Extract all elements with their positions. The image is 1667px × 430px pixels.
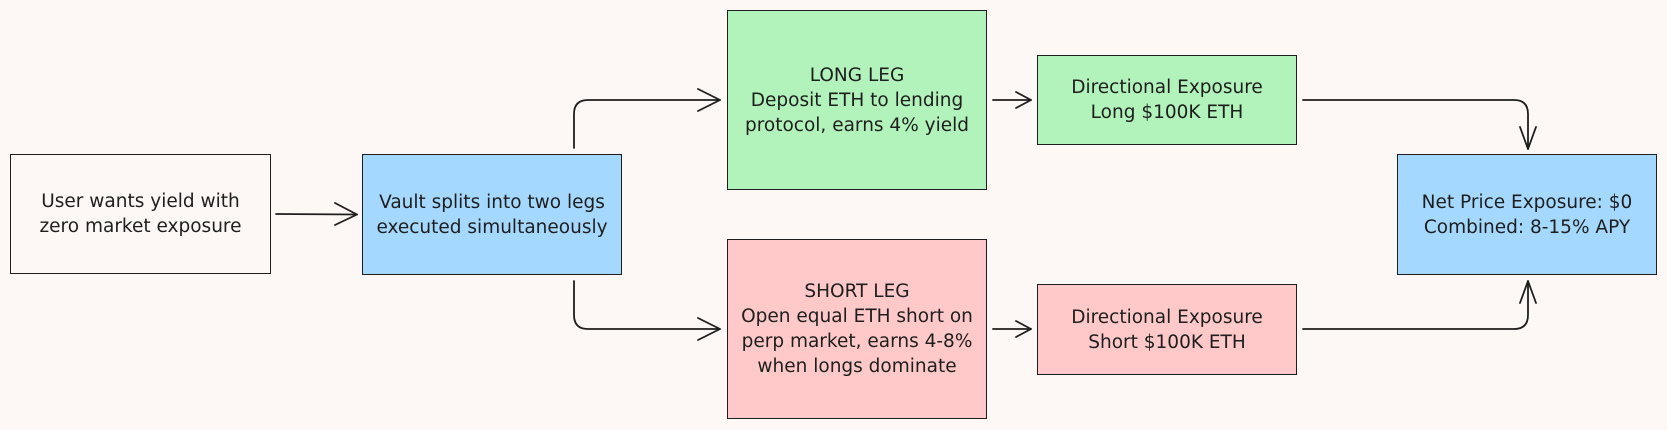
node-vault: Vault splits into two legs executed simu… (362, 154, 622, 275)
arrow-vault-to-long-leg (573, 99, 721, 149)
node-short-leg-line-4: when longs dominate (757, 356, 957, 377)
arrow-vault-to-short-leg (573, 280, 721, 330)
arrowhead-short-leg-to-exposure (1015, 320, 1032, 338)
arrowhead-vault-to-short-leg (697, 317, 721, 341)
node-long-exposure: Directional Exposure Long $100K ETH (1037, 55, 1297, 145)
arrowhead-short-exposure-to-net (1519, 280, 1537, 304)
arrowhead-user-to-vault (334, 202, 358, 226)
node-short-exposure-line-1: Directional Exposure (1071, 306, 1263, 328)
node-vault-line-2: executed simultaneously (376, 216, 608, 238)
node-long-exposure-line-2: Long $100K ETH (1090, 102, 1244, 123)
node-net: Net Price Exposure: $0 Combined: 8-15% A… (1397, 154, 1657, 275)
node-long-exposure-line-1: Directional Exposure (1071, 77, 1263, 98)
node-long-leg: LONG LEG Deposit ETH to lending protocol… (727, 10, 987, 190)
node-long-leg-line-3: protocol, earns 4% yield (744, 114, 970, 136)
arrow-short-exposure-to-net (1302, 280, 1529, 330)
arrowhead-long-exposure-to-net (1519, 126, 1537, 150)
arrow-user-to-vault (275, 213, 358, 216)
node-short-exposure-line-2: Short $100K ETH (1088, 331, 1246, 353)
node-vault-line-1: Vault splits into two legs (379, 191, 605, 213)
node-short-leg-line-2: Open equal ETH short on (741, 306, 973, 327)
node-short-leg: SHORT LEG Open equal ETH short on perp m… (727, 239, 987, 419)
node-short-leg-line-3: perp market, earns 4-8% (741, 331, 973, 352)
node-user-line-2: zero market exposure (39, 216, 242, 237)
node-long-leg-line-2: Deposit ETH to lending (750, 89, 964, 111)
node-user: User wants yield with zero market exposu… (10, 154, 271, 274)
arrow-long-exposure-to-net (1302, 99, 1529, 150)
arrowhead-long-leg-to-exposure (1015, 91, 1032, 109)
node-user-line-1: User wants yield with (41, 191, 240, 212)
arrowhead-vault-to-long-leg (697, 88, 721, 112)
node-short-exposure: Directional Exposure Short $100K ETH (1037, 284, 1297, 375)
node-long-leg-title: LONG LEG (809, 64, 905, 86)
node-short-leg-title: SHORT LEG (804, 281, 910, 302)
node-net-line-1: Net Price Exposure: $0 (1421, 191, 1633, 213)
node-net-line-2: Combined: 8-15% APY (1423, 216, 1631, 238)
